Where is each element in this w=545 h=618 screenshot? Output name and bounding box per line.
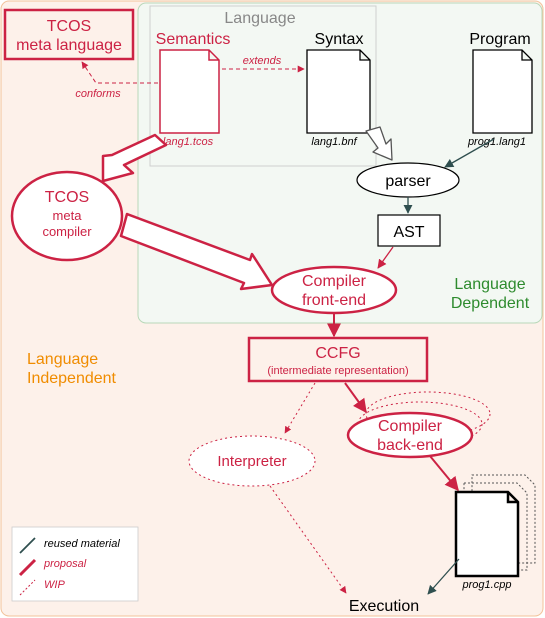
lang1-tcos-label: lang1.tcos <box>163 136 214 148</box>
prog1-lang1-document-icon <box>472 49 533 134</box>
execution-label: Execution <box>349 598 419 615</box>
prog1-cpp-label: prog1.cpp <box>462 579 512 591</box>
parser-label: parser <box>385 173 431 190</box>
meta-compiler-to-front-end-block-arrow <box>119 212 274 291</box>
ccfg-sublabel: (intermediate representation) <box>267 365 408 377</box>
ast-to-front-end-arrow <box>377 246 394 269</box>
tcos-meta-language-box <box>3 8 135 61</box>
interpreter-to-execution-arrow <box>269 485 347 594</box>
semantics-to-meta-compiler-block-arrow <box>101 133 168 183</box>
semantics-heading: Semantics <box>156 31 231 48</box>
prog1-cpp-to-execution-arrow <box>427 558 460 595</box>
conforms-label: conforms <box>75 88 121 100</box>
back-end-to-prog1-cpp-arrow <box>429 455 459 492</box>
extends-label: extends <box>243 55 282 67</box>
legend-reused-line <box>19 537 36 554</box>
legend-proposal-line <box>18 558 37 577</box>
ast-node <box>377 214 441 247</box>
prog1-cpp-document-icon <box>454 490 520 578</box>
program-heading: Program <box>469 31 530 48</box>
back-end-stack-outline-1 <box>357 401 483 447</box>
legend-proposal-label: proposal <box>43 558 87 570</box>
tcos-meta-compiler-node <box>10 170 124 262</box>
language-box-title: Language <box>224 10 295 27</box>
language-dependent-region <box>137 2 543 324</box>
syntax-heading: Syntax <box>315 31 364 48</box>
ccfg-node <box>247 336 429 383</box>
legend-wip-line <box>19 579 36 596</box>
lang1-bnf-document-icon <box>306 49 371 134</box>
compiler-back-end-node <box>346 411 474 459</box>
conforms-arrow <box>81 61 158 84</box>
prog1-lang1-label: prog1.lang1 <box>467 136 526 148</box>
legend-wip-label: WIP <box>44 579 65 591</box>
legend-reused-label: reused material <box>44 538 120 550</box>
prog1-cpp-stack-outline-2 <box>471 474 536 564</box>
ccfg-to-back-end-arrow <box>344 382 367 414</box>
back-end-stack-outline-2 <box>365 391 491 437</box>
program-to-parser-arrow <box>444 138 495 168</box>
lang1-tcos-document-icon <box>159 49 220 134</box>
interpreter-node <box>188 435 316 487</box>
tcos-meta-compiler-title: TCOS <box>45 189 89 206</box>
language-box <box>149 5 377 167</box>
ast-label: AST <box>393 224 424 241</box>
ccfg-label: CCFG <box>315 345 360 362</box>
bnf-to-parser-hollow-arrow <box>365 126 393 161</box>
interpreter-label: Interpreter <box>217 453 286 470</box>
lang1-bnf-label: lang1.bnf <box>311 136 357 148</box>
